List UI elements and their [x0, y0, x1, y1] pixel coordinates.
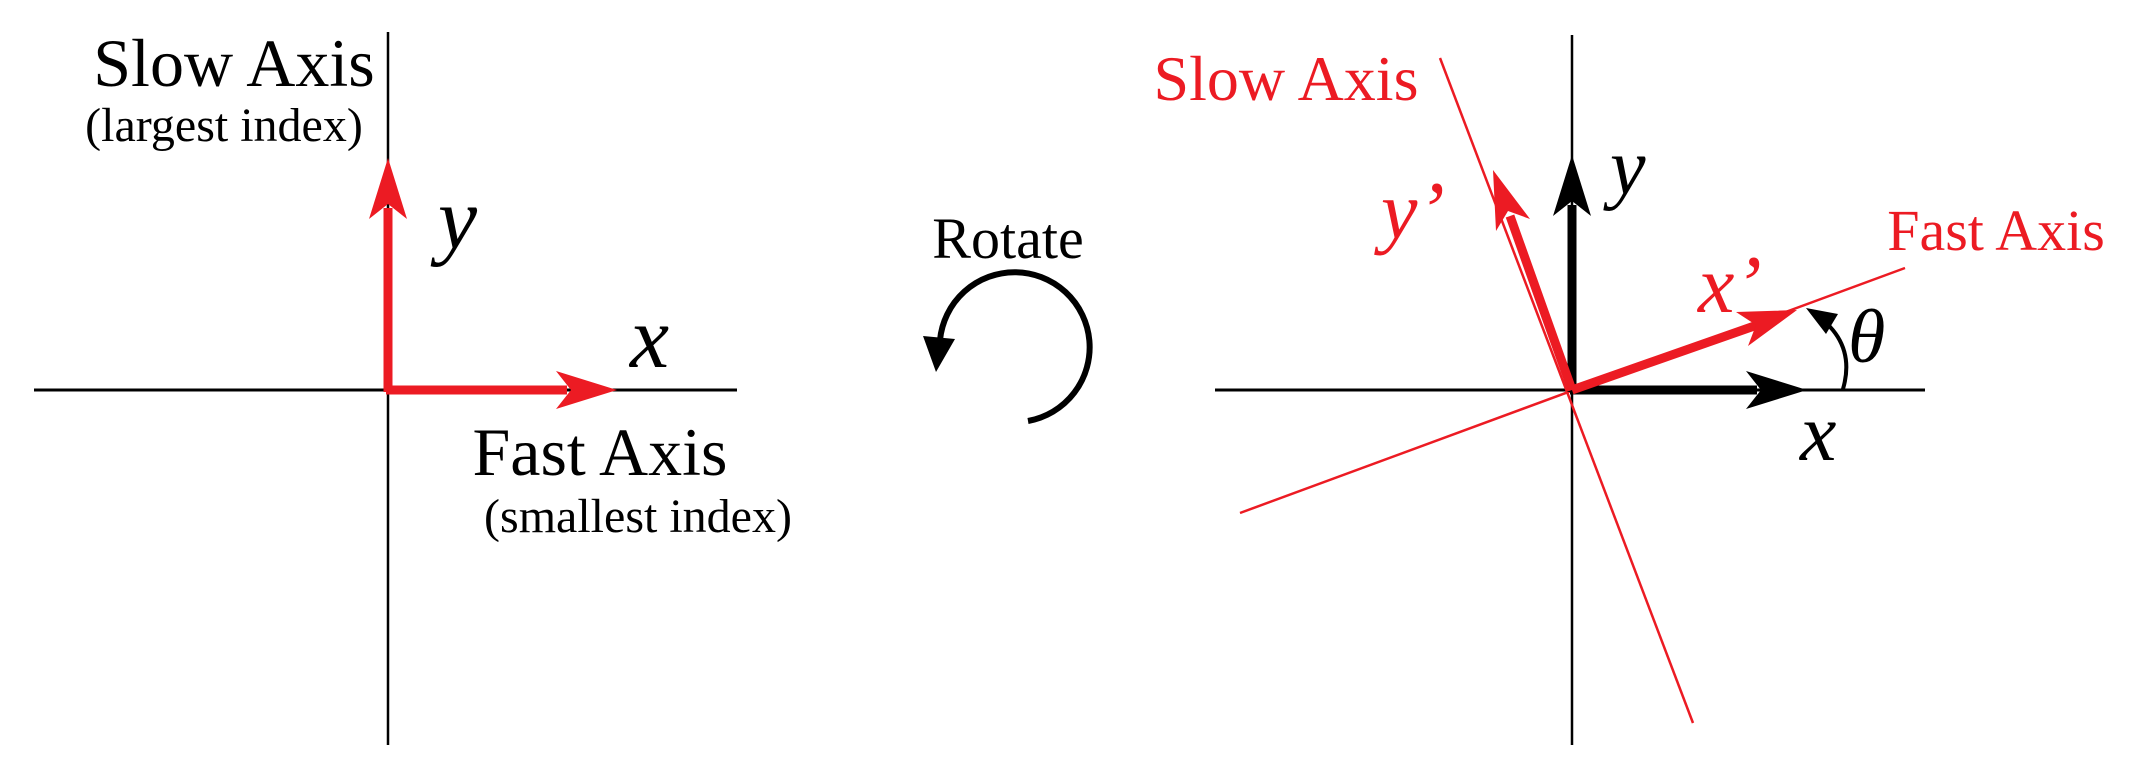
right-diagram: Slow Axis Fast Axis y x y’ x’ θ [1154, 35, 2105, 745]
left-slow-axis-sublabel: (largest index) [85, 99, 363, 152]
rotate-label: Rotate [932, 206, 1083, 271]
theta-arc-arrowhead-icon [1806, 308, 1838, 334]
right-x-arrowhead-icon [1746, 371, 1807, 409]
rotate-ccw-arrow-icon [937, 269, 1093, 424]
left-x-arrowhead-icon [556, 371, 617, 409]
left-fast-axis-label: Fast Axis [472, 414, 727, 490]
slow-axis-rotated-line [1438, 57, 1695, 724]
rotate-arrowhead-icon [923, 336, 955, 372]
left-y-arrowhead-icon [369, 158, 407, 219]
theta-letter: θ [1848, 295, 1885, 379]
y-prime-arrowhead-icon [1493, 170, 1530, 231]
left-diagram: Slow Axis (largest index) y x Fast Axis … [34, 25, 792, 745]
x-prime-arrowhead-icon [1736, 310, 1797, 346]
left-slow-axis-label: Slow Axis [93, 25, 375, 101]
right-x-axis-letter: x [1799, 387, 1836, 478]
left-x-axis-letter: x [628, 290, 669, 387]
y-prime-letter: y’ [1374, 165, 1445, 256]
left-fast-axis-sublabel: (smallest index) [484, 490, 792, 543]
right-y-arrowhead-icon [1553, 155, 1591, 216]
left-y-axis-letter: y [430, 171, 478, 268]
x-prime-letter: x’ [1697, 239, 1762, 330]
rotate-indicator: Rotate [923, 206, 1093, 424]
y-prime-arrow-shaft [1505, 214, 1577, 392]
x-prime-arrow-shaft [1570, 319, 1762, 395]
right-slow-axis-label: Slow Axis [1154, 43, 1419, 114]
right-y-axis-letter: y [1603, 124, 1646, 212]
right-fast-axis-label: Fast Axis [1887, 198, 2105, 263]
